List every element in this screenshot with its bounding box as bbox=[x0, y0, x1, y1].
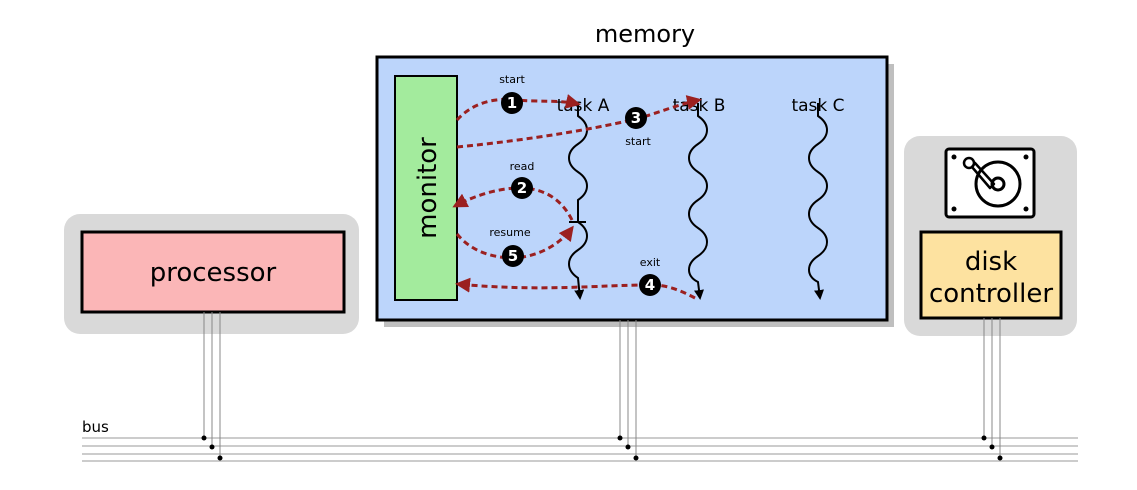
step-4-marker: 4 exit bbox=[639, 256, 661, 296]
step-1-label: start bbox=[499, 73, 525, 86]
disk-controller-box bbox=[919, 230, 1063, 320]
svg-text:4: 4 bbox=[645, 276, 655, 294]
task-c-thread bbox=[808, 103, 828, 300]
step-3-marker: 3 start bbox=[625, 107, 651, 148]
disk-unit: disk controller bbox=[904, 136, 1077, 336]
step-3-label: start bbox=[625, 135, 651, 148]
monitor-box bbox=[394, 75, 458, 301]
flow-arrow-3-start-b bbox=[456, 95, 702, 149]
step-2-label: read bbox=[510, 160, 535, 173]
svg-text:5: 5 bbox=[508, 247, 518, 265]
memory-box bbox=[375, 55, 889, 322]
step-1-marker: 1 start bbox=[499, 73, 525, 114]
monitor-block: monitor bbox=[394, 75, 458, 301]
memory-label: memory bbox=[595, 20, 695, 48]
memory-bus-connectors bbox=[617, 320, 639, 461]
monitor-label: monitor bbox=[413, 137, 443, 239]
step-4-label: exit bbox=[640, 256, 661, 269]
svg-text:2: 2 bbox=[517, 179, 527, 197]
disk-bus-connectors bbox=[981, 318, 1003, 461]
task-b-thread bbox=[688, 103, 708, 300]
svg-text:1: 1 bbox=[507, 94, 517, 112]
bus: bus bbox=[82, 418, 1078, 462]
step-5-label: resume bbox=[489, 226, 530, 239]
processor-bus-connectors bbox=[201, 312, 223, 461]
processor-label: processor bbox=[150, 258, 277, 288]
processor-unit: processor bbox=[64, 214, 359, 334]
flow-arrow-4-exit bbox=[455, 277, 696, 300]
step-2-marker: 2 read bbox=[510, 160, 535, 199]
task-a-label: task A bbox=[557, 96, 610, 116]
task-a-thread bbox=[568, 103, 588, 300]
disk-label-line1: disk bbox=[965, 247, 1017, 277]
step-5-marker: 5 resume bbox=[489, 226, 531, 267]
hard-disk-icon bbox=[944, 147, 1036, 219]
disk-label-line2: controller bbox=[929, 279, 1053, 309]
bus-label: bus bbox=[82, 418, 109, 436]
svg-text:3: 3 bbox=[631, 109, 641, 127]
processor-box bbox=[80, 230, 346, 314]
